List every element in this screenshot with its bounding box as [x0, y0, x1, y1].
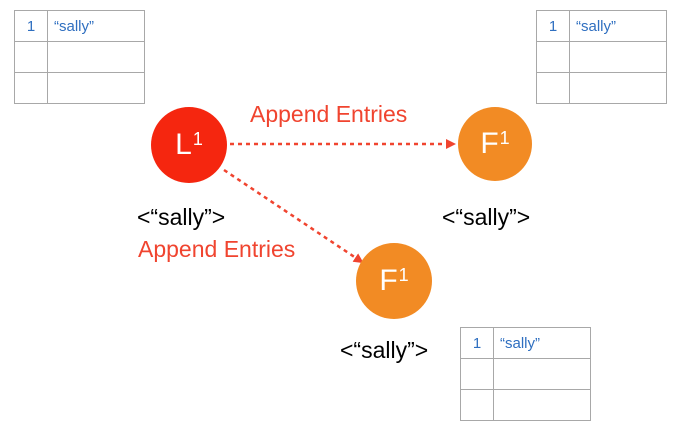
log-value	[493, 358, 591, 390]
log-value	[47, 72, 145, 104]
append-entries-arrow-bottom	[223, 168, 364, 264]
follower-node-term: 1	[398, 264, 409, 285]
leader-node-letter: L	[175, 128, 192, 161]
leader-node-term: 1	[192, 128, 203, 149]
leader-state-label: <“sally”>	[137, 204, 226, 230]
log-row	[536, 72, 667, 104]
leader-log-table: 1 “sally”	[14, 10, 145, 104]
log-row	[14, 72, 145, 104]
log-row	[14, 41, 145, 73]
follower-bottom-state-label: <“sally”>	[340, 337, 429, 363]
log-value	[493, 389, 591, 421]
follower-top-log-table: 1 “sally”	[536, 10, 667, 104]
log-index	[460, 389, 494, 421]
log-index	[14, 72, 48, 104]
log-row: 1 “sally”	[14, 10, 145, 42]
follower-node-letter: F	[379, 264, 398, 297]
log-row	[536, 41, 667, 73]
follower-bottom-log-table: 1 “sally”	[460, 327, 591, 421]
log-row: 1 “sally”	[536, 10, 667, 42]
log-value	[47, 41, 145, 73]
log-row	[460, 389, 591, 421]
log-row: 1 “sally”	[460, 327, 591, 359]
log-index: 1	[536, 10, 570, 42]
follower-node-letter: F	[480, 127, 499, 160]
append-entries-label-bottom: Append Entries	[138, 236, 296, 262]
log-value: “sally”	[47, 10, 145, 42]
log-row	[460, 358, 591, 390]
log-value	[569, 72, 667, 104]
follower-node-term: 1	[499, 127, 510, 148]
log-value: “sally”	[569, 10, 667, 42]
append-entries-label-top: Append Entries	[250, 101, 408, 127]
follower-top-state-label: <“sally”>	[442, 204, 531, 230]
